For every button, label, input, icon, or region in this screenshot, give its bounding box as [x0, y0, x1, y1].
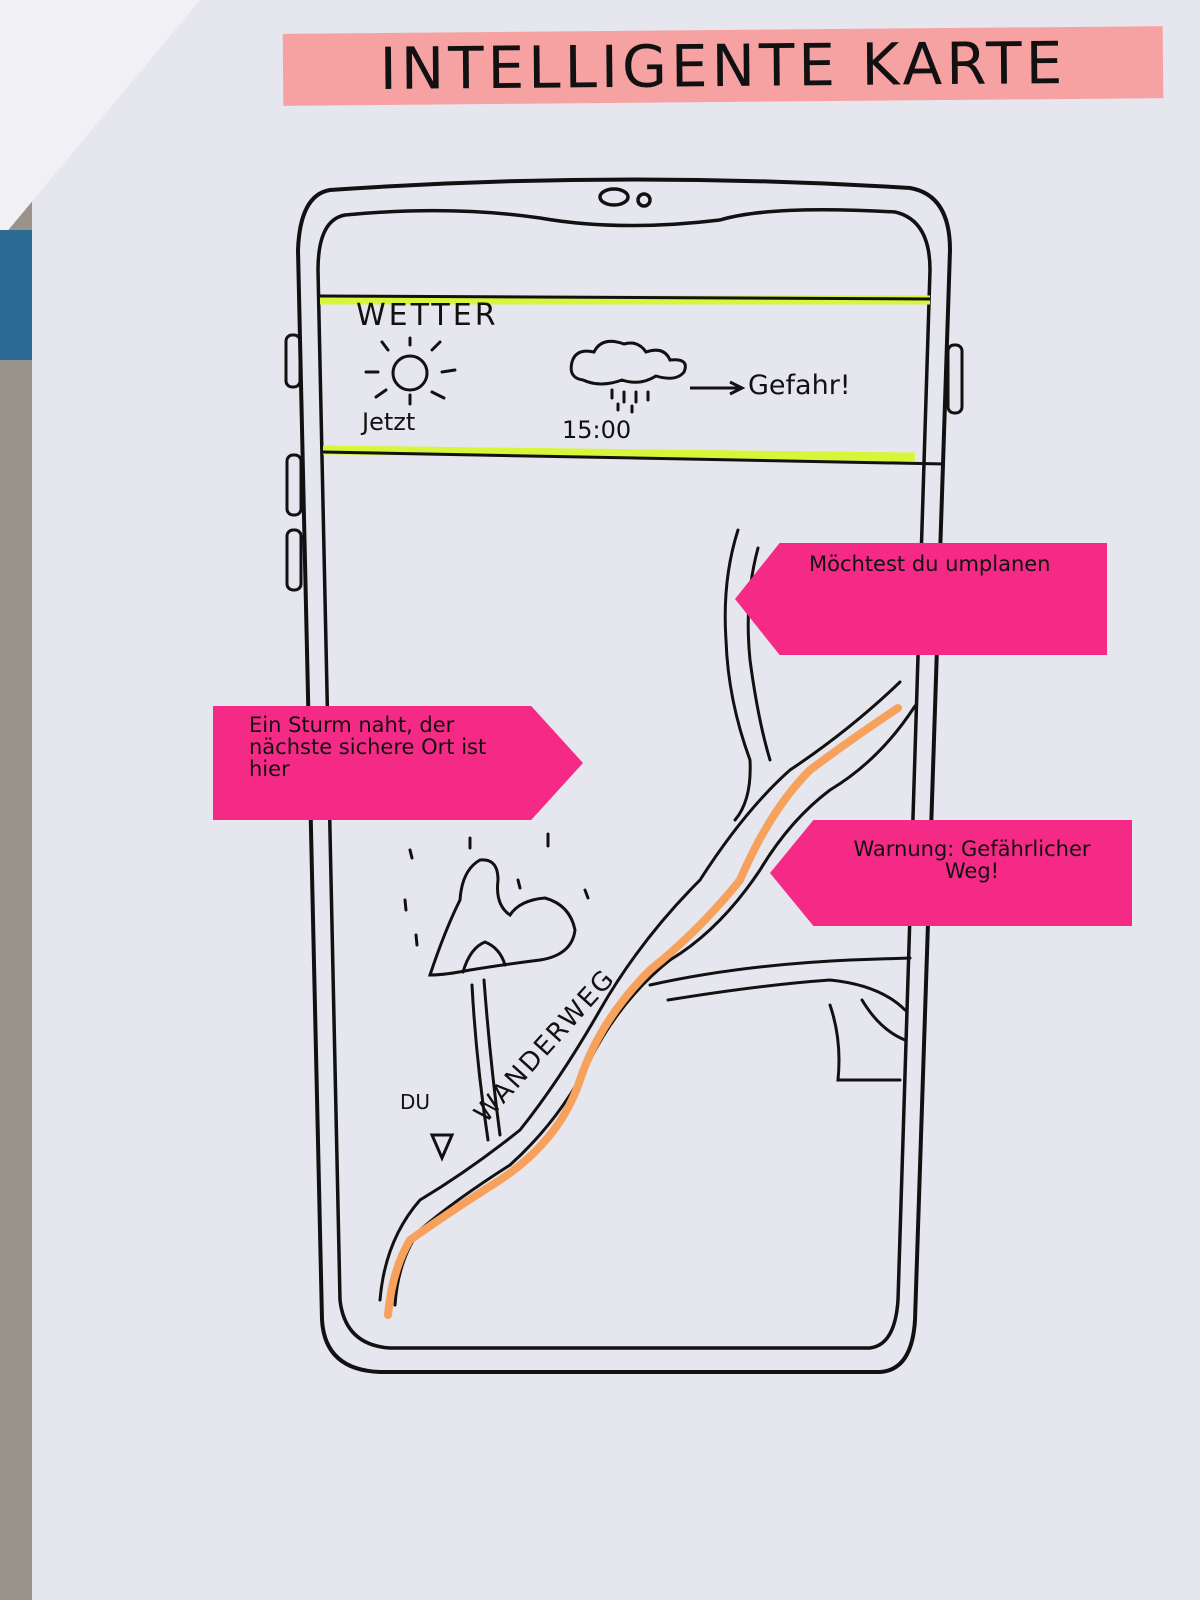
warning-note: Warnung: Gefährlicher Weg! [770, 820, 1132, 926]
hiking-trail [384, 704, 902, 1319]
shelter-icon [403, 832, 590, 977]
warning-note-text: Warnung: Gefährlicher Weg! [853, 837, 1091, 884]
phone-screen [316, 208, 932, 1350]
weather-later-time: 15:00 [562, 416, 632, 444]
storm-note: Ein Sturm naht, der nächste sichere Ort … [213, 706, 583, 820]
phone-outline [295, 177, 953, 1374]
weather-now-label: Jetzt [362, 408, 416, 436]
replan-note-text: Möchtest du umplanen [809, 552, 1051, 576]
background-fabric [0, 230, 32, 360]
arrow-icon [690, 380, 746, 396]
you-label: DU [400, 1090, 431, 1114]
weather-warning: Gefahr! [748, 370, 851, 401]
camera-icon [598, 187, 630, 207]
replan-note[interactable]: Möchtest du umplanen [735, 543, 1107, 655]
weather-heading: WETTER [356, 298, 499, 333]
side-button [284, 333, 302, 389]
map-roads [378, 528, 917, 1307]
storm-note-text: Ein Sturm naht, der nächste sichere Ort … [249, 713, 487, 782]
weather-bar-bottom [322, 445, 916, 462]
sun-icon [364, 336, 457, 406]
location-marker-icon [429, 1133, 455, 1162]
rain-cloud-icon [569, 339, 687, 414]
